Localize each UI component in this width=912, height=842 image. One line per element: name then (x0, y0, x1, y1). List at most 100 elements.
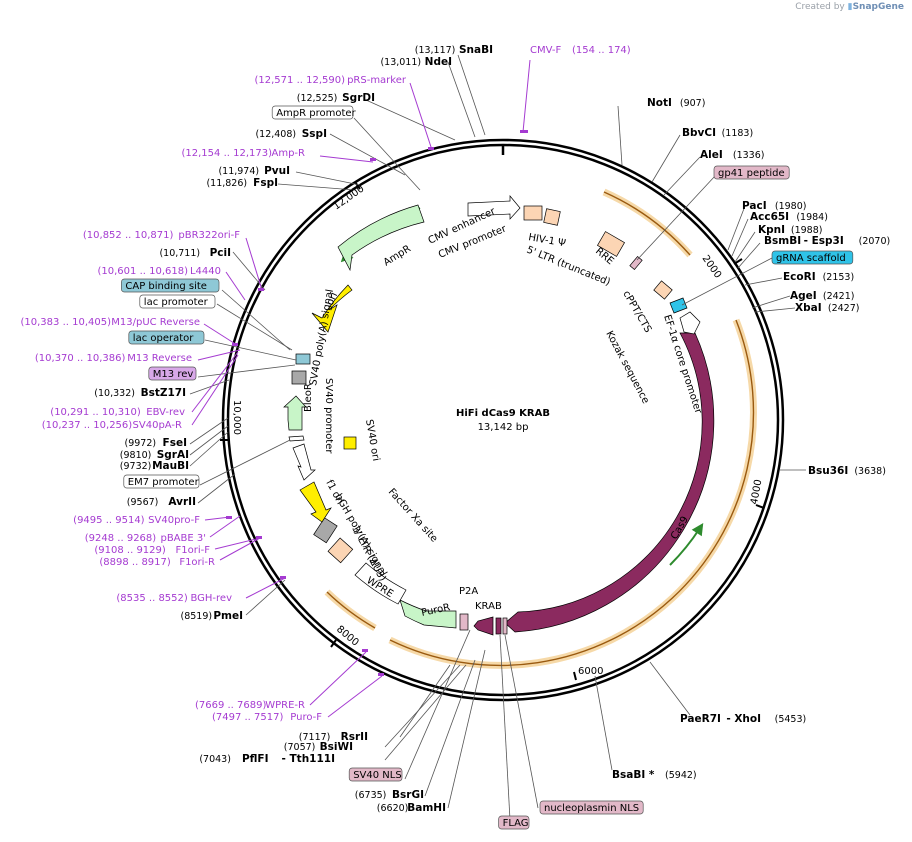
label-ndei: NdeI (425, 56, 452, 68)
label-em7: EM7 promoter (128, 477, 200, 488)
label-m13puc: M13/pUC Reverse (111, 317, 200, 328)
label-bsmbi-alt: - Esp3I (804, 235, 844, 247)
label-rsrii: RsrII (341, 731, 368, 743)
tick-4000: 4000 (749, 479, 764, 506)
grna-feature[interactable] (669, 297, 688, 314)
label-paci: PacI (742, 200, 767, 212)
label-rsrii-pos: (7117) (299, 732, 331, 743)
feature-label-bleor: BleoR (303, 383, 314, 412)
label-sv40nls-box (348, 767, 403, 782)
label-m13r: M13 Reverse (127, 353, 192, 364)
label-bsabi-pos: (5942) (665, 770, 697, 781)
krab-feature[interactable] (495, 617, 502, 635)
label-m13puc-pos: (10,383 .. 10,405) (21, 317, 112, 328)
label-paci-pos: (1980) (775, 201, 807, 212)
hiv-feature[interactable] (523, 205, 543, 221)
wpre-feature[interactable] (354, 562, 407, 605)
label-fsei-pos: (9972) (125, 438, 157, 449)
em7-feature[interactable] (288, 435, 305, 442)
label-sv40pa-pos: (10,237 .. 10,256) (42, 420, 133, 431)
label-sgrdi: SgrDI (342, 92, 375, 104)
sv40prom-feature[interactable] (292, 443, 316, 481)
label-sv40pa: SV40pA-R (133, 420, 182, 431)
label-flag-box (498, 815, 530, 830)
label-bsrgi-pos: (6735) (355, 790, 387, 801)
p2a-feature[interactable] (459, 613, 469, 631)
label-kpni-pos: (1988) (791, 225, 823, 236)
cmv-enhancer-feature[interactable] (467, 195, 521, 220)
label-bsmbi-pos: (2070) (859, 236, 891, 247)
label-sspi-pos: (12,408) (255, 129, 296, 140)
label-sgrai-pos: (9810) (120, 450, 152, 461)
ltr5-feature[interactable] (543, 208, 561, 226)
label-m13r-pos: (10,370 .. 10,386) (35, 353, 126, 364)
feature-label-krab: KRAB (475, 601, 502, 612)
label-nucnls-box (539, 800, 644, 815)
feature-label-sv40prom: SV40 promoter (323, 378, 334, 454)
label-noti: NotI (647, 97, 672, 109)
label-pvui-pos: (11,974) (218, 166, 259, 177)
gp41-feature[interactable] (629, 255, 643, 271)
label-bsiwi: BsiWI (320, 741, 353, 753)
label-wprer-pos: (7669 .. 7689) (195, 700, 267, 711)
label-paer7i-pos: (5453) (775, 714, 807, 725)
lac-operator-feature[interactable] (295, 353, 311, 365)
label-nucnls: nucleoplasmin NLS (544, 803, 639, 814)
label-prs: pRS-marker (347, 75, 407, 86)
label-bgh: BGH-rev (190, 593, 232, 604)
sv40pa-feature[interactable] (291, 370, 307, 385)
cppt-feature[interactable] (653, 280, 673, 300)
label-l4440: L4440 (190, 266, 221, 277)
primer-marks (226, 130, 528, 676)
bleor-feature[interactable] (283, 395, 307, 431)
sv40ori-feature[interactable] (343, 436, 357, 450)
label-pbr-pos: (10,852 .. 10,871) (83, 230, 174, 241)
bgh-feature[interactable] (313, 517, 338, 544)
tick-10000: 10,000 (231, 400, 242, 435)
label-avrii: AvrII (168, 496, 196, 508)
label-bsrgi: BsrGI (392, 789, 424, 801)
primer-lines (191, 59, 531, 718)
snapgene-icon: ▮ (847, 2, 853, 12)
feature-label-sv40ori: SV40 ori (363, 419, 381, 462)
orange-arc-left-inner (326, 591, 376, 629)
label-fspi-pos: (11,826) (206, 178, 247, 189)
feature-label-ampr: AmpR (382, 243, 413, 268)
label-sgrai: SgrAI (157, 449, 189, 461)
label-pflfi-pos: (7043) (199, 754, 231, 765)
label-gp41-box (713, 165, 790, 180)
ltr3-feature[interactable] (327, 537, 354, 564)
rre-feature[interactable] (596, 231, 626, 257)
label-laco-box (128, 330, 205, 345)
label-sv40nls: SV40 NLS (353, 770, 402, 781)
label-bbvci: BbvCI (682, 127, 716, 139)
tick-2000: 2000 (700, 253, 724, 280)
krab-arrow-feature[interactable] (473, 616, 494, 636)
label-pvui: PvuI (264, 165, 290, 177)
feature-label-p2a: P2A (459, 586, 478, 597)
label-fspi: FspI (253, 177, 278, 189)
sv40nls-feature[interactable] (502, 617, 508, 635)
label-laco: lac operator (133, 333, 194, 344)
label-bstz: BstZ17I (141, 387, 186, 399)
ampr-feature[interactable] (337, 204, 425, 272)
label-ebv-pos: (10,291 .. 10,310) (50, 407, 141, 418)
cas9-feature[interactable] (504, 332, 715, 633)
f1-feature[interactable] (299, 481, 332, 523)
label-sv40pro: SV40pro-F (148, 515, 200, 526)
label-maubi-pos: (9732) (120, 461, 152, 472)
label-xbai-pos: (2427) (828, 303, 860, 314)
label-ampr-prom-box (271, 105, 354, 120)
label-ampr-primer-pos: (12,154 .. 12,173) (182, 148, 273, 159)
credit-prefix: Created by (795, 2, 845, 12)
ori-feature[interactable] (311, 284, 353, 333)
label-paer7i: PaeR7I (680, 713, 721, 725)
label-puro: Puro-F (290, 712, 322, 723)
label-ampr-prom: AmpR promoter (276, 108, 356, 119)
ef1a-feature[interactable] (679, 311, 701, 335)
label-pmei: PmeI (213, 610, 243, 622)
puror-feature[interactable] (399, 599, 457, 629)
label-pmei-pos: (8519) (181, 611, 213, 622)
label-agei-pos: (2421) (823, 291, 855, 302)
